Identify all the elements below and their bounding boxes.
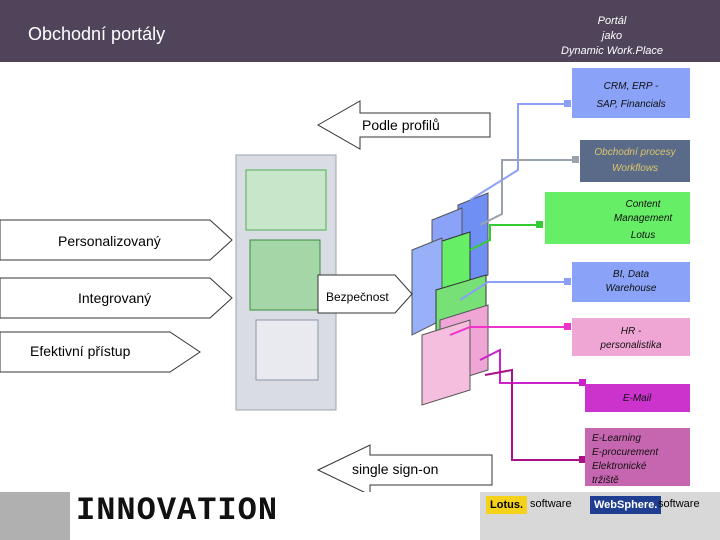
box-bi bbox=[572, 262, 690, 302]
crm-line-1: CRM, ERP - bbox=[603, 81, 659, 92]
security-label: Bezpečnost bbox=[326, 290, 389, 304]
content-line-2: Management bbox=[613, 213, 673, 224]
process-line-1: Obchodní procesy bbox=[594, 147, 676, 158]
profiles-label: Podle profilů bbox=[362, 117, 440, 133]
email-label: E-Mail bbox=[622, 393, 652, 404]
connector-bi bbox=[459, 281, 570, 301]
dot-process bbox=[572, 156, 579, 163]
learning-line-2: E-procurement bbox=[592, 447, 659, 458]
box-process bbox=[580, 140, 690, 182]
dot-hr bbox=[564, 323, 571, 330]
effective-label: Efektivní přístup bbox=[30, 343, 131, 359]
websphere-logo: WebSphere. bbox=[590, 496, 662, 514]
connector-content bbox=[469, 224, 540, 251]
label-bi: BI, Data Warehouse bbox=[576, 268, 686, 296]
connector-email bbox=[479, 348, 585, 384]
content-line-1: Content bbox=[625, 199, 661, 210]
hr-line-2: personalistika bbox=[600, 340, 662, 351]
bi-line-2: Warehouse bbox=[605, 283, 657, 294]
screenshot-window-3 bbox=[255, 319, 319, 381]
label-crm: CRM, ERP - SAP, Financials bbox=[576, 80, 686, 112]
label-content: Content Management Lotus bbox=[588, 198, 698, 243]
header-bar bbox=[0, 0, 720, 62]
dot-bi bbox=[564, 278, 571, 285]
box-learning bbox=[585, 428, 690, 486]
dot-email bbox=[579, 379, 586, 386]
process-line-2: Workflows bbox=[611, 163, 659, 174]
arrow-effective bbox=[0, 331, 201, 373]
label-learning: E-Learning E-procurement Elektronické tr… bbox=[592, 432, 702, 488]
dot-content bbox=[536, 221, 543, 228]
sso-label: single sign-on bbox=[352, 461, 439, 477]
label-email: E-Mail bbox=[582, 392, 692, 406]
personalized-label: Personalizovaný bbox=[58, 233, 161, 249]
innovation-logo: INNOVATION bbox=[76, 492, 279, 529]
footer-logo-area bbox=[70, 492, 480, 540]
label-process: Obchodní procesy Workflows bbox=[580, 146, 690, 176]
box-email bbox=[585, 384, 690, 412]
connector-crm bbox=[469, 103, 570, 201]
portal-caption: Portál jako Dynamic Work.Place bbox=[532, 14, 692, 59]
connector-process bbox=[479, 159, 578, 226]
learning-line-4: tržiště bbox=[592, 475, 619, 486]
crm-line-2: SAP, Financials bbox=[596, 99, 666, 110]
arrow-integrated bbox=[0, 277, 233, 319]
box-crm bbox=[572, 68, 690, 118]
portal-line-1: Portál bbox=[597, 15, 627, 27]
lotus-logo: Lotus. bbox=[486, 496, 527, 514]
learning-line-3: Elektronické bbox=[592, 461, 647, 472]
arrow-security bbox=[317, 274, 413, 314]
dot-learning bbox=[579, 456, 586, 463]
bi-line-1: BI, Data bbox=[612, 269, 650, 280]
panel-pink-2 bbox=[421, 319, 471, 406]
screenshot-window-2 bbox=[249, 239, 321, 311]
label-hr: HR - personalistika bbox=[576, 325, 686, 353]
box-hr bbox=[572, 318, 690, 356]
portal-line-2: jako bbox=[601, 30, 623, 42]
dot-crm bbox=[564, 100, 571, 107]
connector-learning bbox=[484, 368, 585, 461]
arrow-personalized bbox=[0, 219, 233, 261]
box-content bbox=[545, 192, 690, 244]
page-title: Obchodní portály bbox=[28, 24, 166, 44]
connector-hr bbox=[449, 326, 570, 336]
integrated-label: Integrovaný bbox=[78, 290, 152, 306]
hr-line-1: HR - bbox=[620, 326, 642, 337]
screenshot-window-1 bbox=[245, 169, 327, 231]
content-line-3: Lotus bbox=[630, 230, 656, 241]
learning-line-1: E-Learning bbox=[592, 433, 641, 444]
websphere-software-text: software bbox=[658, 498, 700, 510]
arrow-profiles bbox=[316, 100, 491, 150]
lotus-software-text: software bbox=[530, 498, 572, 510]
portal-line-3: Dynamic Work.Place bbox=[560, 45, 664, 57]
